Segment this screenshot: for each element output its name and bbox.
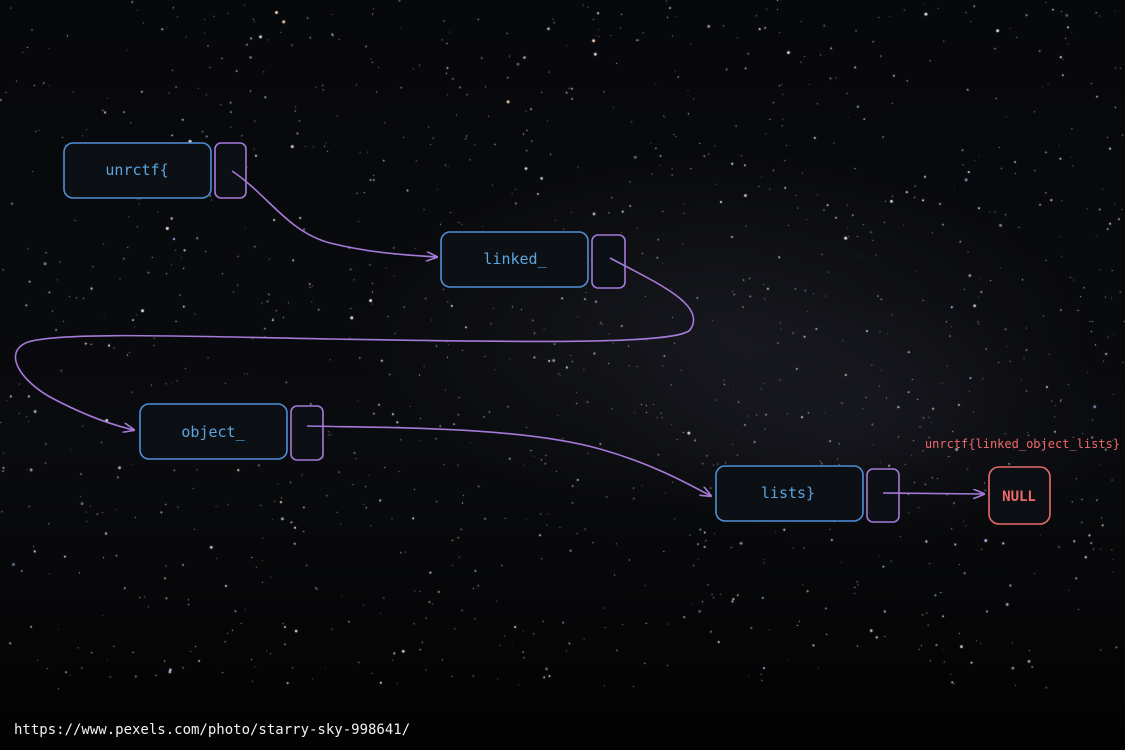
flag-text: unrctf{linked_object_lists} bbox=[925, 437, 1120, 451]
node-2-data-box bbox=[440, 231, 589, 288]
list-node-2: linked_ bbox=[440, 231, 626, 289]
null-label: NULL bbox=[1002, 489, 1036, 505]
node-1-label: unrctf{ bbox=[105, 161, 168, 179]
node-1-data-box bbox=[63, 142, 212, 199]
list-node-4: lists} bbox=[715, 465, 900, 523]
node-4-data-box bbox=[715, 465, 864, 522]
node-4-pointer-box bbox=[866, 468, 900, 523]
arrow-node3-to-node4 bbox=[306, 425, 711, 496]
node-4-label: lists} bbox=[761, 484, 815, 502]
arrow-node4-to-null bbox=[882, 493, 984, 494]
node-3-pointer-box bbox=[290, 405, 324, 461]
node-2-pointer-box bbox=[591, 234, 626, 289]
node-3-data-box bbox=[139, 403, 288, 460]
list-node-1: unrctf{ bbox=[63, 142, 247, 199]
node-3-label: object_ bbox=[181, 423, 245, 441]
arrow-node2-to-node3 bbox=[14, 257, 695, 430]
source-url: https://www.pexels.com/photo/starry-sky-… bbox=[14, 722, 411, 738]
node-2-label: linked_ bbox=[483, 250, 547, 268]
null-terminal: NULL bbox=[988, 466, 1051, 525]
node-1-pointer-box bbox=[214, 142, 247, 199]
null-box bbox=[988, 466, 1051, 525]
list-node-3: object_ bbox=[139, 403, 324, 461]
arrow-node1-to-node2 bbox=[231, 170, 437, 257]
